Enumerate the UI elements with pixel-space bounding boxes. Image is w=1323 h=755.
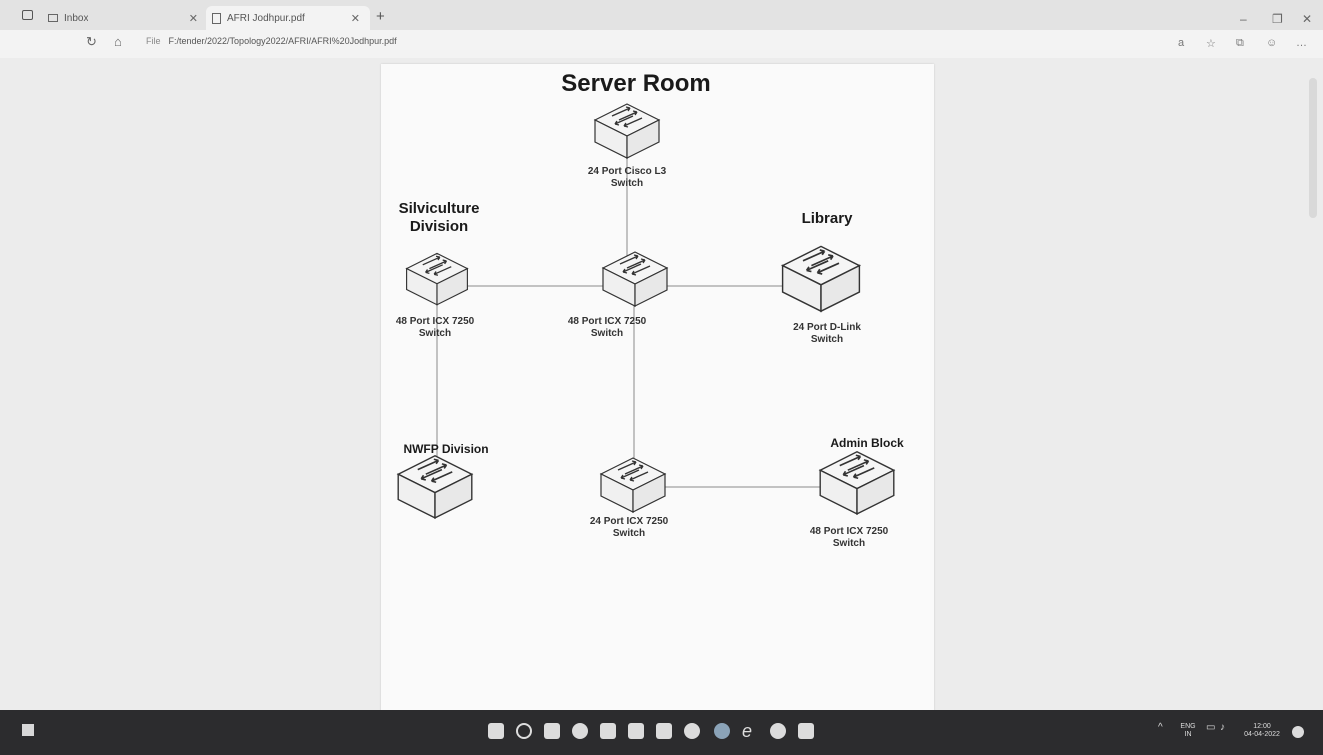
network-icon[interactable]: ▭ (1206, 722, 1216, 733)
file-protocol-label: File (146, 36, 161, 46)
switch-center-model: 48 Port ICX 7250 (567, 316, 647, 327)
mail-icon (48, 14, 58, 22)
switch-bottom-type: Switch (612, 528, 646, 539)
switch-silviculture-type: Switch (418, 328, 452, 339)
switch-core-label: 24 Port Cisco L3 Switch (577, 166, 677, 190)
location-library: Library (801, 210, 853, 227)
switch-center-icon (602, 251, 668, 307)
home-icon[interactable]: ⌂ (114, 34, 122, 49)
restore-icon[interactable]: ❐ (1272, 12, 1283, 26)
switch-nwfp-icon (397, 454, 473, 519)
new-tab-button[interactable]: + (376, 8, 385, 25)
network-diagram (397, 103, 895, 519)
address-bar: ↻ ⌂ File F:/tender/2022/Topology2022/AFRI… (0, 30, 1323, 58)
pdf-viewer: Server Room 24 Port Cisco L3 Switch Silv… (0, 58, 1323, 724)
file-explorer-icon[interactable] (600, 723, 616, 739)
switch-library-model: 24 Port D-Link (793, 322, 861, 333)
tray-chevron-icon[interactable]: ^ (1158, 722, 1163, 733)
chat-icon[interactable] (572, 723, 588, 739)
switch-library-label: 24 Port D-Link Switch (777, 322, 877, 346)
pdf-page: Server Room 24 Port Cisco L3 Switch Silv… (381, 64, 934, 724)
edge-icon[interactable] (714, 723, 730, 739)
profile-icon[interactable]: ☺ (1266, 37, 1278, 49)
window-icon[interactable] (22, 10, 33, 20)
mail-app-icon[interactable] (656, 723, 672, 739)
clock-date: 04-04-2022 (1244, 731, 1280, 738)
widgets-icon[interactable] (22, 724, 34, 736)
switch-core-icon (594, 103, 660, 159)
switch-center-label: 48 Port ICX 7250 Switch (557, 316, 657, 340)
tab-pdf-label: AFRI Jodhpur.pdf (227, 12, 305, 24)
switch-admin-model: 48 Port ICX 7250 (809, 526, 889, 537)
switch-bottom-label: 24 Port ICX 7250 Switch (579, 516, 679, 540)
read-aloud-icon[interactable]: a (1178, 37, 1185, 49)
minimize-icon[interactable]: – (1240, 12, 1247, 26)
switch-center-type: Switch (590, 328, 624, 339)
switch-library-icon (781, 245, 861, 313)
tab-bar: Inbox ✕ AFRI Jodhpur.pdf ✕ + – ❐ ✕ (0, 0, 1323, 30)
switch-library-type: Switch (810, 334, 844, 345)
switch-silviculture-model: 48 Port ICX 7250 (395, 316, 475, 327)
close-icon[interactable]: ✕ (188, 12, 198, 25)
switch-silviculture-icon (405, 252, 469, 306)
start-icon[interactable] (488, 723, 504, 739)
close-icon[interactable]: ✕ (350, 12, 360, 25)
switch-admin-icon (819, 450, 895, 515)
more-icon[interactable]: … (1296, 37, 1307, 49)
switch-core-type: Switch (610, 178, 644, 189)
url-text: F:/tender/2022/Topology2022/AFRI/AFRI%20… (168, 36, 397, 46)
language-region: IN (1184, 731, 1192, 738)
switch-admin-type: Switch (832, 538, 866, 549)
task-view-icon[interactable] (544, 723, 560, 739)
switch-silviculture-label: 48 Port ICX 7250 Switch (385, 316, 485, 340)
clock-time: 12:00 (1253, 723, 1271, 730)
internet-explorer-icon[interactable]: e (742, 721, 753, 741)
language-code: ENG (1180, 723, 1196, 730)
language-indicator[interactable]: ENG IN (1178, 723, 1198, 739)
diagram-title: Server Room (561, 70, 711, 97)
photos-icon[interactable] (798, 723, 814, 739)
taskbar: e ^ ENG IN ▭ ♪ 12:00 04-04-2022 (0, 710, 1323, 755)
switch-core-model: 24 Port Cisco L3 (587, 166, 667, 177)
location-nwfp: NWFP Division (403, 442, 489, 456)
vertical-scrollbar[interactable] (1309, 78, 1317, 218)
volume-icon[interactable]: ♪ (1220, 722, 1225, 733)
clock[interactable]: 12:00 04-04-2022 (1238, 723, 1286, 739)
location-silviculture: Silviculture Division (398, 200, 480, 235)
chrome-icon[interactable] (684, 723, 700, 739)
tab-inbox-label: Inbox (64, 12, 89, 24)
close-window-icon[interactable]: ✕ (1302, 12, 1313, 26)
tab-inbox[interactable]: Inbox ✕ (48, 6, 208, 30)
notifications-icon[interactable] (1292, 726, 1304, 738)
switch-admin-label: 48 Port ICX 7250 Switch (799, 526, 899, 550)
switch-bottom-model: 24 Port ICX 7250 (589, 516, 669, 527)
browser-icon[interactable] (770, 723, 786, 739)
refresh-icon[interactable]: ↻ (86, 34, 97, 49)
pdf-icon (212, 12, 221, 24)
location-admin: Admin Block (830, 436, 904, 450)
favorites-icon[interactable]: ☆ (1206, 38, 1216, 50)
switch-bottom-icon (600, 457, 666, 513)
store-icon[interactable] (628, 723, 644, 739)
url-field[interactable]: File F:/tender/2022/Topology2022/AFRI/AFR… (146, 36, 397, 46)
collections-icon[interactable]: ⧉ (1236, 37, 1244, 49)
tab-pdf[interactable]: AFRI Jodhpur.pdf ✕ (206, 6, 370, 30)
search-icon[interactable] (516, 723, 532, 739)
